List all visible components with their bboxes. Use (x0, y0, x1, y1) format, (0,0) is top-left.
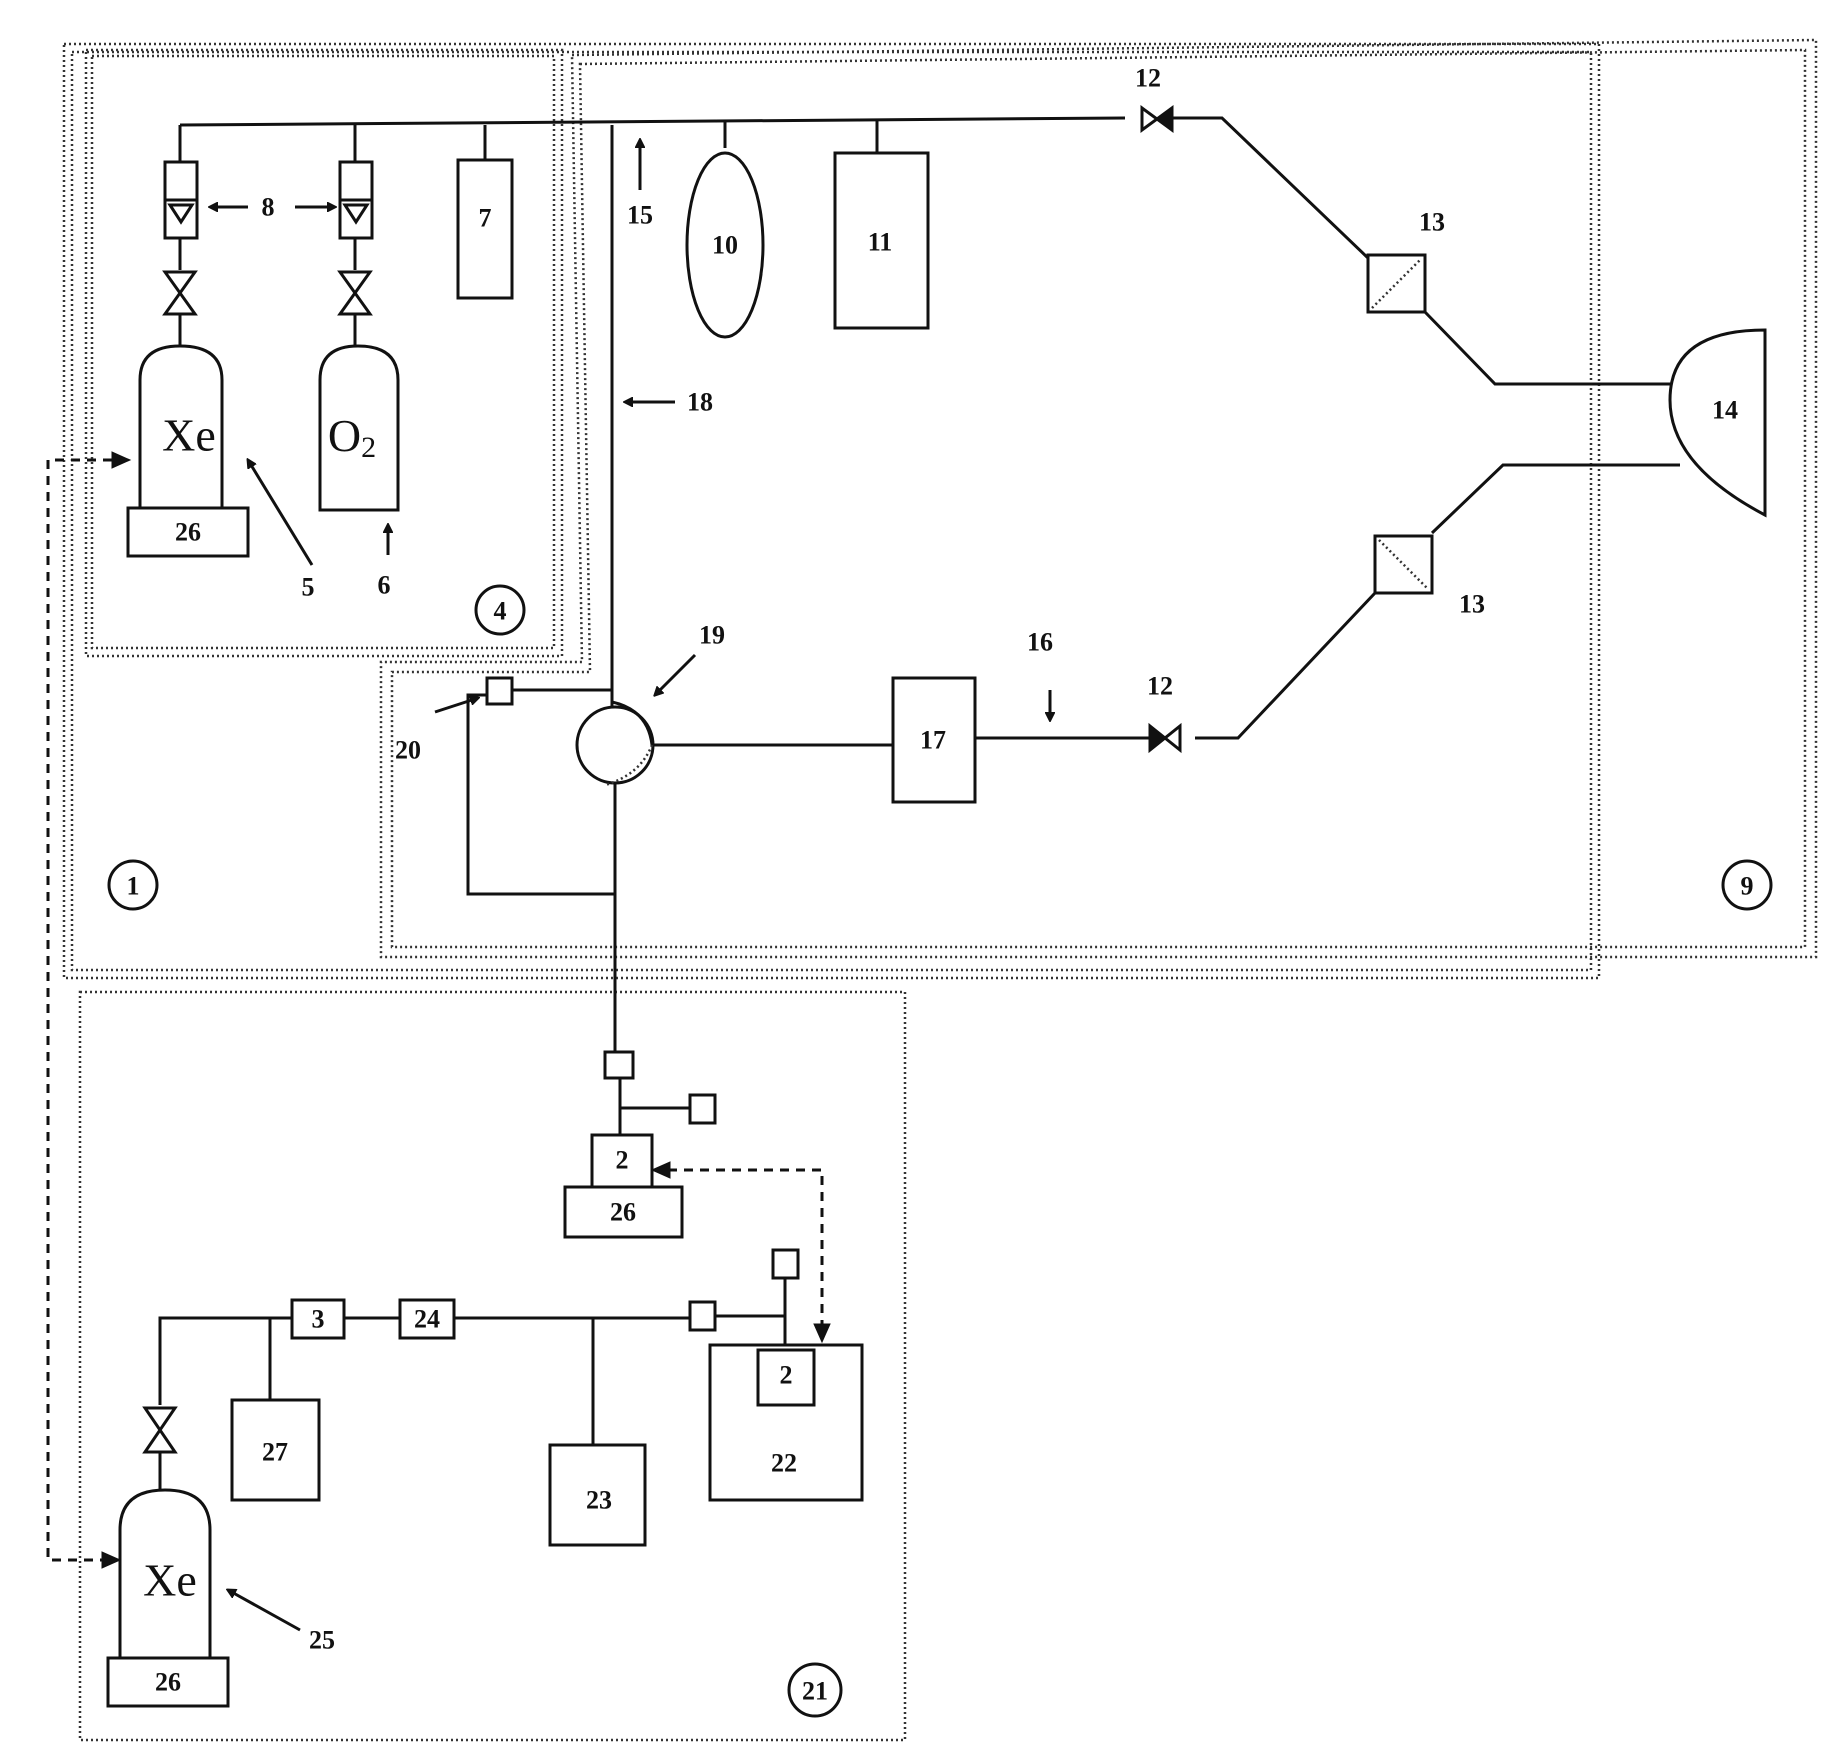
valve-12-lower-fill (1150, 726, 1165, 750)
xe-cylinder-label: Xe (162, 410, 216, 461)
connector-branch-lines (620, 1078, 690, 1135)
connector-top-22 (773, 1250, 798, 1278)
label-13-upper: 13 (1419, 208, 1445, 237)
label-25: 25 (309, 1626, 335, 1655)
arrow-19 (655, 655, 695, 695)
connector-20 (487, 678, 512, 704)
dashed-link-arrow-left (652, 1162, 670, 1178)
scale-26-lower-label: 26 (155, 1668, 181, 1697)
component-24-label: 24 (414, 1305, 440, 1334)
bag-10-label: 10 (712, 231, 738, 260)
expiratory-limb (1195, 593, 1375, 738)
dashed-link-arrow-top (112, 452, 130, 468)
label-6: 6 (378, 571, 391, 600)
label-19: 19 (699, 621, 725, 650)
flowmeter-o2 (340, 162, 372, 238)
dashed-link-arrow-down (814, 1324, 830, 1342)
region-4-number: 4 (494, 597, 507, 626)
component-23-label: 23 (586, 1486, 612, 1515)
label-5: 5 (302, 573, 315, 602)
connector-side-21 (690, 1095, 715, 1123)
region-1-outline (64, 44, 1599, 978)
valve-xe (165, 272, 195, 314)
component-17-label: 17 (920, 726, 946, 755)
dashed-link-arrow-bottom (102, 1552, 120, 1568)
xe-cylinder-lower-label: Xe (143, 1555, 197, 1606)
lower-patient-line (1432, 465, 1680, 533)
region-1-outline-inner (72, 52, 1591, 970)
lower-xe-line-left (160, 1318, 292, 1405)
region-9-number: 9 (1741, 872, 1754, 901)
container-2-upper-label: 2 (616, 1146, 629, 1175)
connector-lower-21 (690, 1302, 715, 1330)
dashed-link-cylinders (48, 460, 128, 1560)
label-16: 16 (1027, 628, 1053, 657)
container-22-label: 22 (771, 1449, 797, 1478)
region-9-outline-inner (392, 50, 1805, 947)
component-11-label: 11 (868, 228, 893, 257)
scale-26-middle-label: 26 (610, 1198, 636, 1227)
label-18: 18 (687, 388, 713, 417)
inspiratory-limb (1172, 118, 1368, 258)
valve-o2 (340, 272, 370, 314)
flowmeter-xe (165, 162, 197, 238)
region-21-number: 21 (802, 1677, 828, 1706)
container-2-lower-label: 2 (780, 1361, 793, 1390)
arrow-20 (435, 698, 478, 712)
label-12-lower: 12 (1147, 672, 1173, 701)
arrow-25 (228, 1590, 300, 1630)
mask-14-label: 14 (1712, 396, 1738, 425)
top-gas-line (180, 118, 1125, 125)
label-8: 8 (262, 193, 275, 222)
label-15: 15 (627, 201, 653, 230)
component-27-label: 27 (262, 1438, 288, 1467)
valve-lower-xe (145, 1408, 175, 1452)
region-9-outline (381, 40, 1816, 957)
connector-upper-21 (605, 1052, 633, 1078)
label-13-lower: 13 (1459, 590, 1485, 619)
scale-26-top-label: 26 (175, 518, 201, 547)
arrow-5 (248, 460, 312, 565)
valve-to-cylinder-lines (180, 314, 355, 348)
region-1-number: 1 (127, 872, 140, 901)
upper-patient-line (1425, 312, 1680, 384)
component-3-label: 3 (312, 1305, 325, 1334)
component-7-label: 7 (479, 204, 492, 233)
label-12-upper: 12 (1135, 64, 1161, 93)
flowmeter-outlet-lines (180, 238, 355, 270)
label-20: 20 (395, 736, 421, 765)
